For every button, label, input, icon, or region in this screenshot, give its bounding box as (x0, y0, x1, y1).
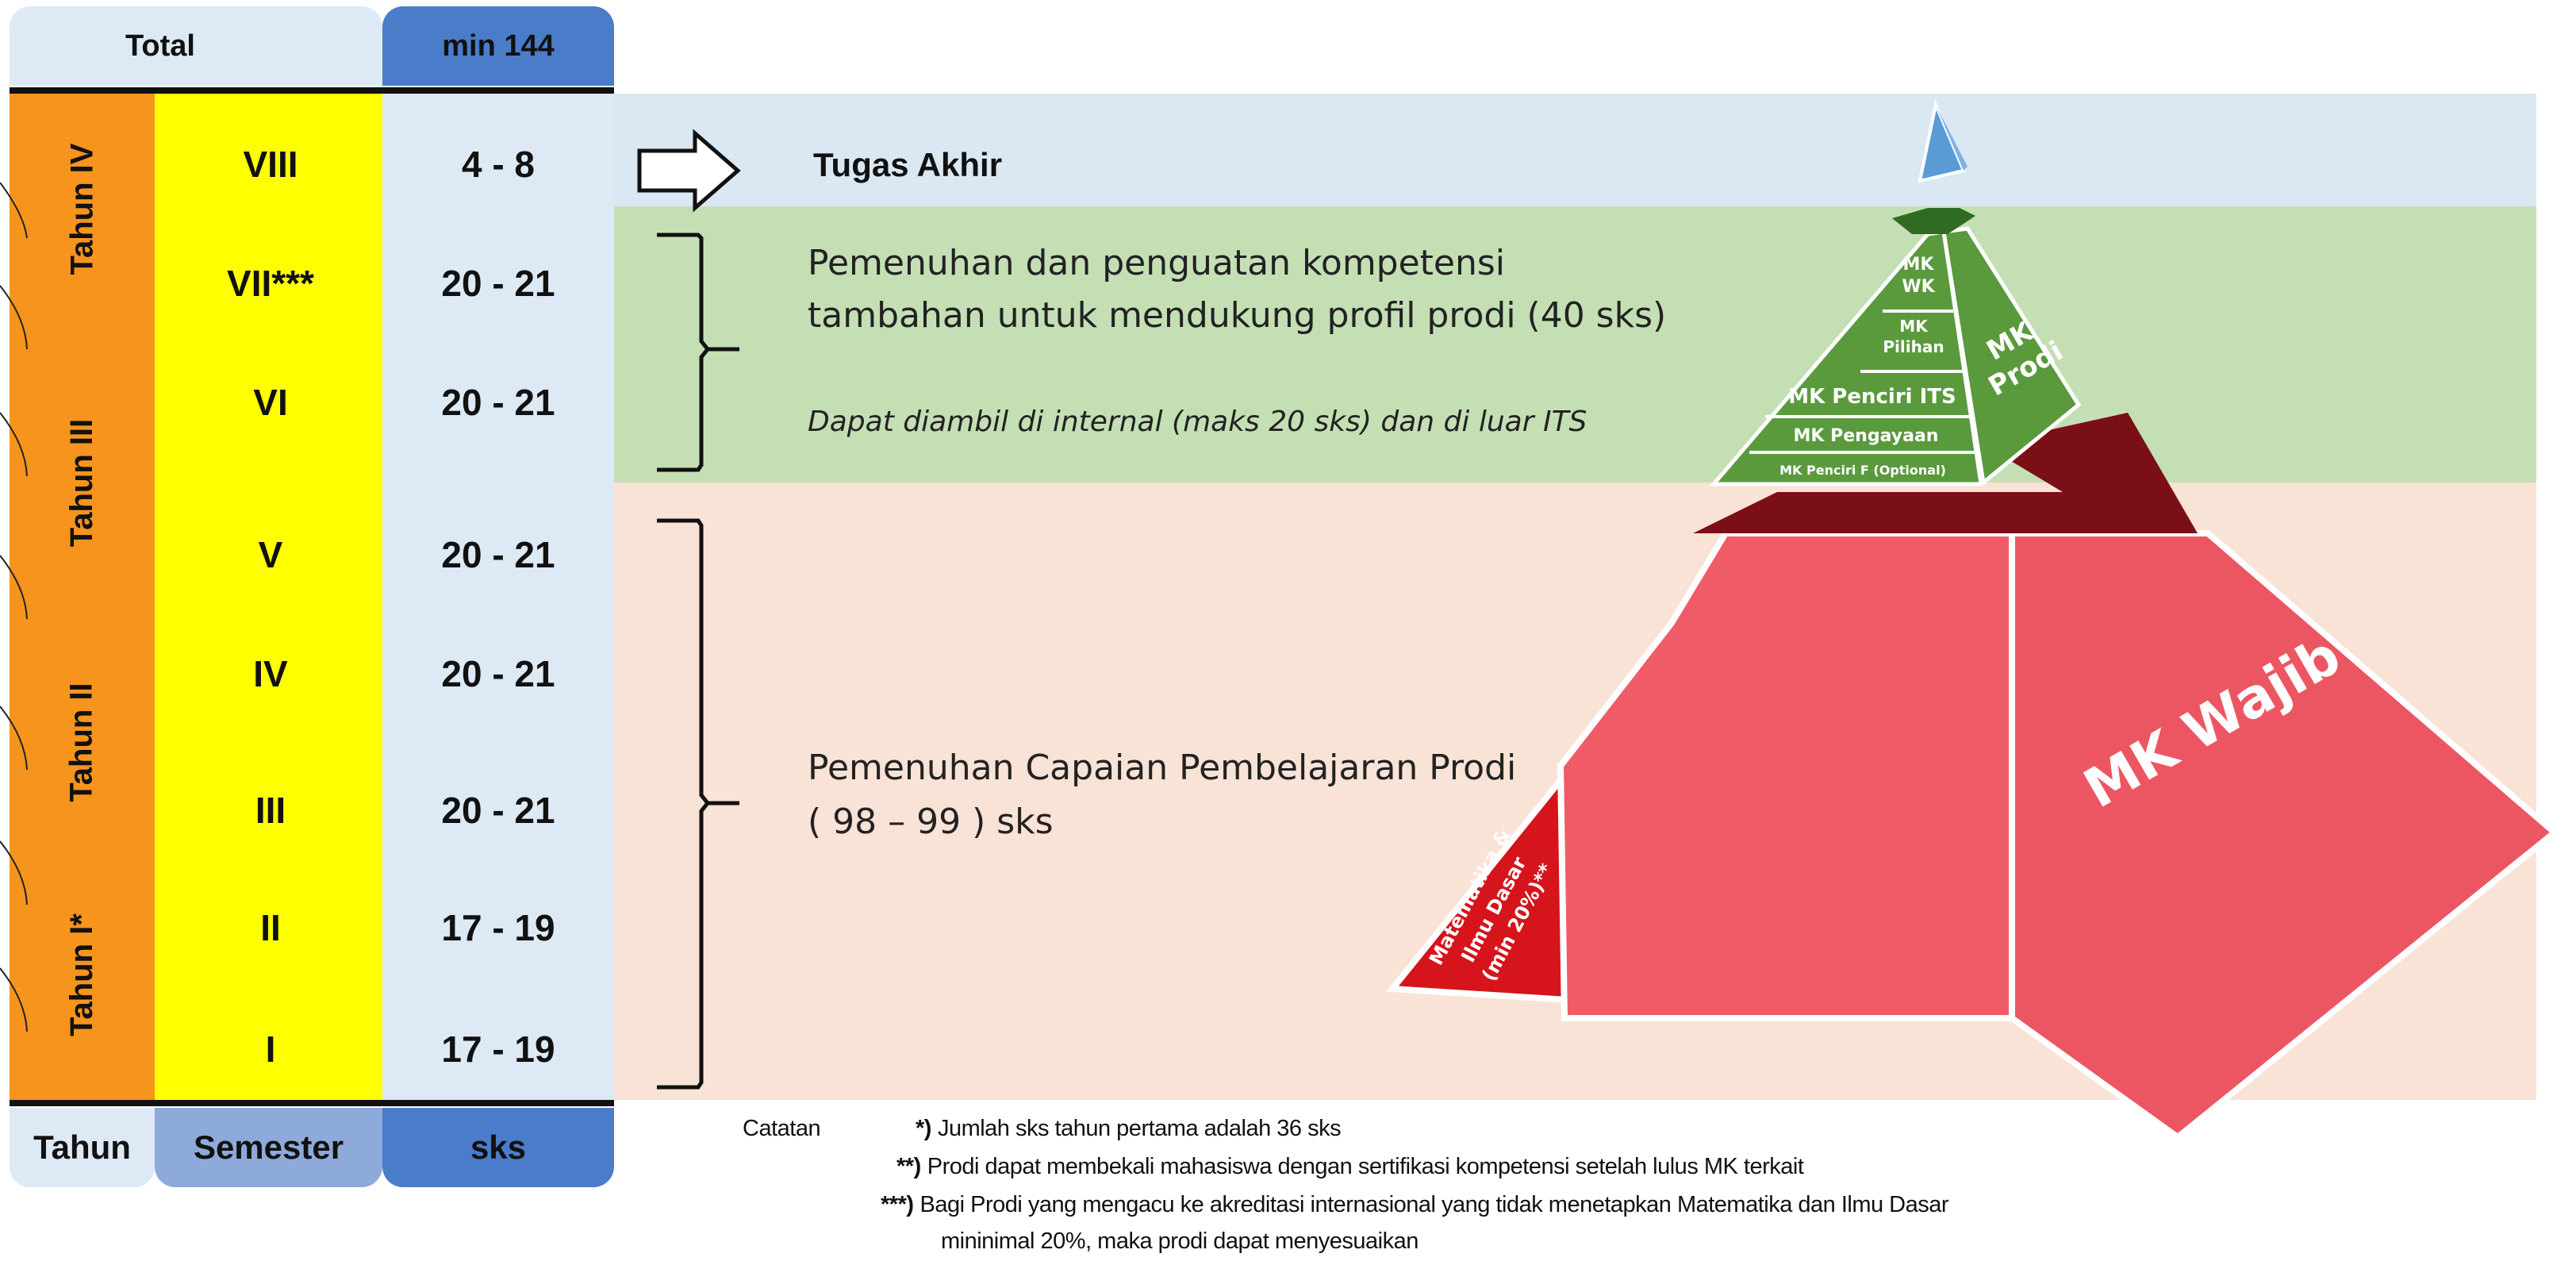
sks-footer: sks (382, 1108, 614, 1187)
pyramid-green-left (1709, 229, 1983, 486)
label-mk-wk-2: WK (1902, 277, 1935, 297)
sks-ii: 17 - 19 (441, 907, 555, 948)
semester-column (155, 94, 382, 1100)
band-tugas-akhir (382, 94, 2536, 206)
pyramid-wajib-right (2009, 530, 2560, 1142)
sks-v: 20 - 21 (441, 534, 555, 575)
arrow-right-icon (637, 129, 741, 213)
semester-footer: Semester (155, 1108, 382, 1187)
semester-iv: IV (253, 653, 288, 694)
tugas-akhir-label: Tugas Akhir (813, 146, 1003, 183)
semester-ii: II (260, 907, 281, 948)
pyramid-green-cap (1892, 208, 1975, 234)
pyramid-blue-tip (1918, 99, 1966, 183)
note-1-text: Jumlah sks tahun pertama adalah 36 sks (937, 1116, 1342, 1141)
pyramid-base-top (1693, 413, 2198, 533)
note-2-text: Prodi dapat membekali mahasiswa dengan s… (927, 1154, 1804, 1179)
note-2: **)Prodi dapat membekali mahasiswa denga… (896, 1154, 1804, 1180)
note-1-mark: *) (916, 1116, 931, 1141)
pyramid-diagram: MK WK MK Pilihan MK Prodi MK Penciri ITS… (1386, 99, 2560, 1142)
band-kompetensi (382, 206, 2536, 483)
semester-v: V (258, 534, 283, 575)
sks-vi: 20 - 21 (441, 382, 555, 423)
semester-viii: VIII (243, 144, 298, 185)
total-value: min 144 (442, 29, 555, 63)
kompetensi-line2: tambahan untuk mendukung profil prodi (4… (808, 295, 1667, 336)
note-3: ***)Bagi Prodi yang mengacu ke akreditas… (881, 1192, 1949, 1218)
label-mk-wk-1: MK (1903, 255, 1935, 275)
sks-viii: 4 - 8 (461, 144, 536, 185)
total-label: Total (125, 29, 195, 63)
tahun-column (10, 94, 155, 1100)
total-header: Total (10, 6, 382, 86)
sks-iv: 20 - 21 (441, 653, 555, 694)
capaian-line1: Pemenuhan Capaian Pembelajaran Prodi (808, 748, 1517, 788)
tahun-footer: Tahun (10, 1108, 155, 1187)
semester-vii: VII*** (227, 263, 314, 304)
pyramid-green-right (1941, 226, 2082, 486)
sks-i: 17 - 19 (441, 1029, 555, 1070)
year-tahun-iii: Tahun III (64, 418, 99, 547)
sks-vii: 20 - 21 (441, 263, 555, 304)
note-1: *)Jumlah sks tahun pertama adalah 36 sks (916, 1116, 1342, 1142)
year-tahun-i: Tahun I* (64, 913, 99, 1036)
capaian-line2: ( 98 – 99 ) sks (808, 802, 1054, 842)
bracket-kompetensi-icon (657, 233, 739, 472)
pyramid-wajib-left (1557, 530, 2015, 1021)
semester-vi: VI (253, 382, 288, 423)
note-3-text: Bagi Prodi yang mengacu ke akreditasi in… (919, 1192, 1949, 1217)
left-edge-curves (0, 183, 28, 1032)
catatan-label: Catatan (743, 1116, 821, 1141)
note-2-mark: **) (896, 1154, 921, 1179)
bottom-divider (10, 1100, 614, 1106)
year-tahun-iv: Tahun IV (63, 143, 99, 275)
year-tahun-ii: Tahun II (63, 682, 99, 802)
note-3-mark: ***) (881, 1192, 914, 1217)
label-mk-pengayaan: MK Pengayaan (1794, 426, 1939, 446)
label-mk-penciri-its: MK Penciri ITS (1788, 385, 1956, 409)
label-mk-pilihan-2: Pilihan (1883, 337, 1944, 356)
semester-iii: III (255, 790, 286, 831)
top-divider (10, 87, 614, 94)
label-mk-pilihan-1: MK (1899, 317, 1929, 336)
bracket-capaian-icon (657, 518, 739, 1090)
semester-i: I (265, 1029, 276, 1070)
total-value-header: min 144 (382, 6, 614, 86)
sks-iii: 20 - 21 (441, 790, 555, 831)
sks-column (382, 94, 614, 1100)
kompetensi-line1: Pemenuhan dan penguatan kompetensi (808, 243, 1506, 283)
kompetensi-note: Dapat diambil di internal (maks 20 sks) … (808, 406, 1587, 438)
label-mk-penciri-f: MK Penciri F (Optional) (1779, 463, 1946, 478)
note-3-continuation: mininimal 20%, maka prodi dapat menyesua… (941, 1228, 1419, 1254)
